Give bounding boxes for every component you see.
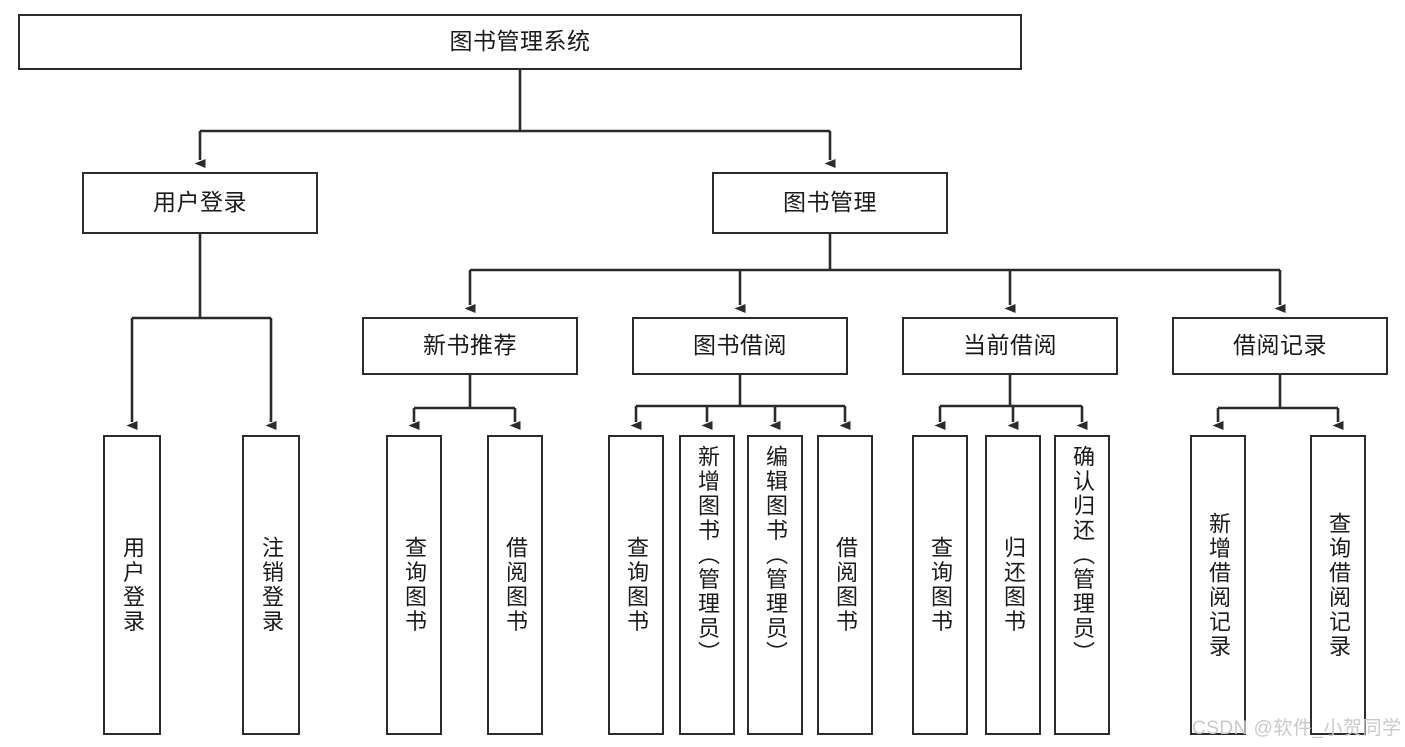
node-leaf-user-logout[interactable]: 注销登录 [242, 435, 300, 735]
node-leaf-rec-add-label: 新增借阅记录 [1206, 511, 1231, 659]
node-leaf-rec-query[interactable]: 查询图书 [386, 435, 442, 735]
node-root-label: 图书管理系统 [449, 28, 591, 55]
node-leaf-rec-query2[interactable]: 查询借阅记录 [1310, 435, 1366, 735]
node-leaf-borrow-lend[interactable]: 借阅图书 [817, 435, 873, 735]
node-leaf-rec-add[interactable]: 新增借阅记录 [1190, 435, 1246, 735]
node-new-book-rec[interactable]: 新书推荐 [362, 317, 578, 375]
node-leaf-borrow-lend-label: 借阅图书 [833, 536, 858, 634]
node-leaf-rec-query2-label: 查询借阅记录 [1326, 511, 1351, 659]
node-book-manage-label: 图书管理 [783, 189, 877, 216]
node-user-login[interactable]: 用户登录 [82, 172, 318, 234]
node-borrow-record-label: 借阅记录 [1233, 332, 1327, 359]
node-root[interactable]: 图书管理系统 [18, 14, 1022, 70]
node-user-login-label: 用户登录 [153, 189, 247, 216]
node-borrow-record[interactable]: 借阅记录 [1172, 317, 1388, 375]
node-leaf-user-logout-label: 注销登录 [259, 536, 284, 634]
node-leaf-rec-borrow-label: 借阅图书 [503, 536, 528, 634]
node-book-manage[interactable]: 图书管理 [712, 172, 948, 234]
node-book-borrow[interactable]: 图书借阅 [632, 317, 848, 375]
node-leaf-borrow-query-label: 查询图书 [624, 536, 649, 634]
node-current-borrow-label: 当前借阅 [963, 332, 1057, 359]
node-leaf-borrow-edit[interactable]: 编辑图书（管理员） [747, 435, 803, 735]
node-leaf-cur-confirm[interactable]: 确认归还（管理员） [1054, 435, 1110, 735]
node-leaf-borrow-add[interactable]: 新增图书（管理员） [679, 435, 735, 735]
node-leaf-borrow-add-label: 新增图书（管理员） [695, 445, 720, 666]
node-book-borrow-label: 图书借阅 [693, 332, 787, 359]
node-leaf-cur-query-label: 查询图书 [928, 536, 953, 634]
node-leaf-cur-confirm-label: 确认归还（管理员） [1070, 445, 1095, 666]
node-leaf-cur-return[interactable]: 归还图书 [985, 435, 1041, 735]
node-leaf-rec-borrow[interactable]: 借阅图书 [487, 435, 543, 735]
node-leaf-user-login[interactable]: 用户登录 [103, 435, 161, 735]
node-current-borrow[interactable]: 当前借阅 [902, 317, 1118, 375]
node-new-book-rec-label: 新书推荐 [423, 332, 517, 359]
node-leaf-cur-query[interactable]: 查询图书 [912, 435, 968, 735]
node-leaf-user-login-label: 用户登录 [120, 536, 145, 634]
watermark: CSDN @软件_小贺同学 [1192, 718, 1402, 739]
node-leaf-borrow-query[interactable]: 查询图书 [608, 435, 664, 735]
node-leaf-borrow-edit-label: 编辑图书（管理员） [763, 445, 788, 666]
node-leaf-cur-return-label: 归还图书 [1001, 536, 1026, 634]
node-leaf-rec-query-label: 查询图书 [402, 536, 427, 634]
